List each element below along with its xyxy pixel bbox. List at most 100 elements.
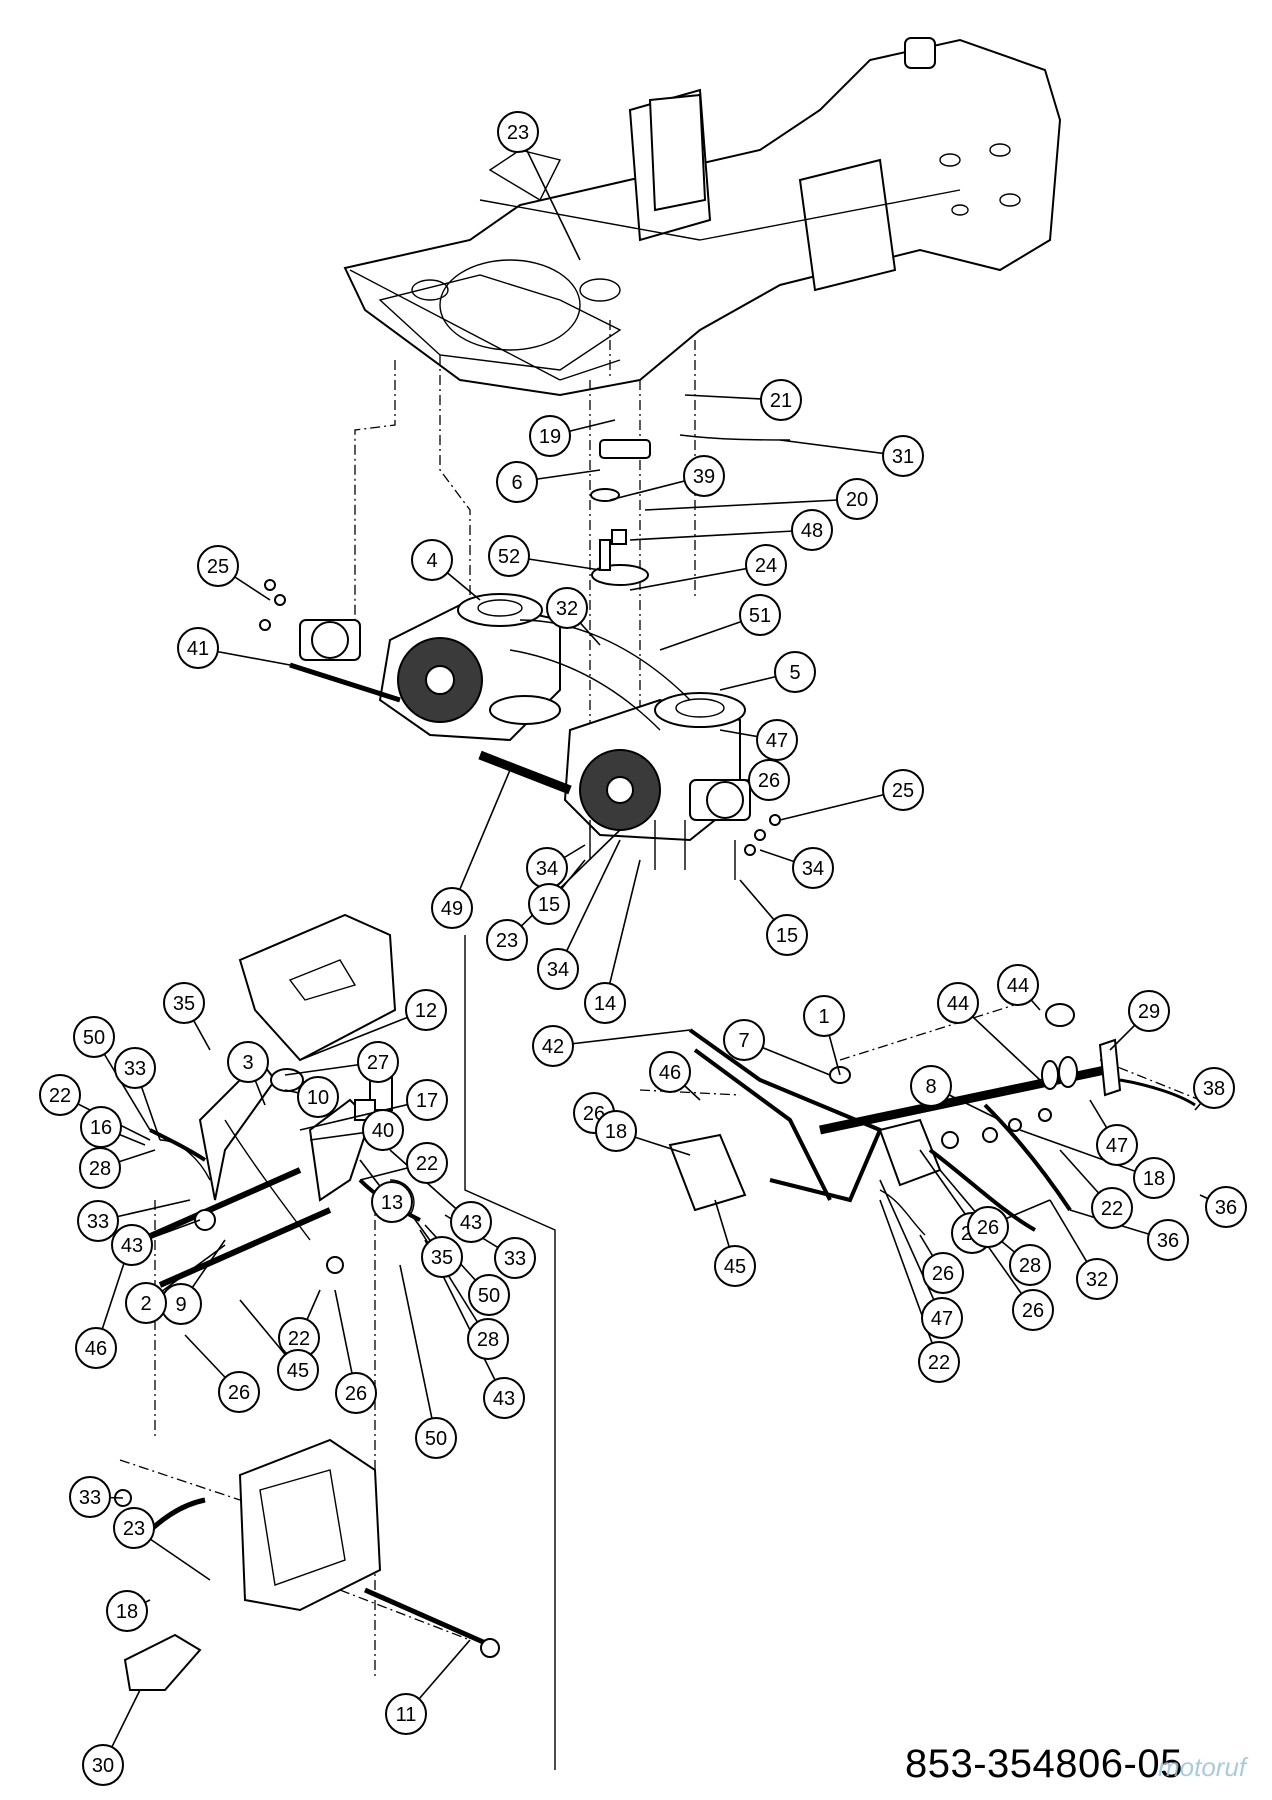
callout-number: 18 xyxy=(605,1121,627,1143)
callout-46: 46 xyxy=(75,1327,117,1369)
callout-22: 22 xyxy=(918,1341,960,1383)
callout-15: 15 xyxy=(766,914,808,956)
callout-14: 14 xyxy=(584,982,626,1024)
callout-circle xyxy=(82,1744,124,1786)
callout-25: 25 xyxy=(882,769,924,811)
callout-circle xyxy=(937,982,979,1024)
callout-5: 5 xyxy=(774,651,816,693)
callout-27: 27 xyxy=(357,1041,399,1083)
callout-26: 26 xyxy=(335,1372,377,1414)
callout-43: 43 xyxy=(483,1377,525,1419)
steering-linkage-left xyxy=(128,1049,421,1288)
leader-line xyxy=(557,839,621,970)
callout-46: 46 xyxy=(649,1051,691,1093)
callout-circle xyxy=(528,883,570,925)
section-divider xyxy=(464,935,556,1770)
callout-number: 19 xyxy=(539,426,561,448)
callout-number: 22 xyxy=(416,1153,438,1175)
callout-circle xyxy=(371,1181,413,1223)
callout-52: 52 xyxy=(488,535,530,577)
callout-number: 41 xyxy=(187,638,209,660)
callout-number: 35 xyxy=(431,1247,453,1269)
callout-number: 20 xyxy=(846,489,868,511)
leader-line xyxy=(644,498,858,511)
callout-number: 33 xyxy=(87,1211,109,1233)
callout-9: 9 xyxy=(160,1283,202,1325)
callout-number: 26 xyxy=(758,770,780,792)
callout-circle xyxy=(77,1200,119,1242)
callout-number: 27 xyxy=(367,1052,389,1074)
callout-24: 24 xyxy=(745,544,787,586)
callout-circle xyxy=(803,995,845,1037)
callout-23: 23 xyxy=(113,1507,155,1549)
callout-number: 34 xyxy=(802,858,824,880)
callout-number: 26 xyxy=(1022,1300,1044,1322)
callout-circle xyxy=(227,1041,269,1083)
callout-circle xyxy=(756,719,798,761)
callout-number: 43 xyxy=(460,1212,482,1234)
callout-number: 32 xyxy=(556,598,578,620)
callout-circle xyxy=(362,1109,404,1151)
callout-number: 18 xyxy=(1143,1168,1165,1190)
callout-circle xyxy=(1205,1186,1247,1228)
callout-number: 31 xyxy=(892,446,914,468)
callout-circle xyxy=(80,1106,122,1148)
callout-34: 34 xyxy=(537,948,579,990)
callout-circle xyxy=(921,1297,963,1339)
callout-circle xyxy=(748,759,790,801)
callout-circle xyxy=(494,1237,536,1279)
callout-number: 16 xyxy=(90,1117,112,1139)
leader-line xyxy=(629,529,813,541)
callout-20: 20 xyxy=(836,478,878,520)
callout-number: 23 xyxy=(507,122,529,144)
callout-circle xyxy=(111,1224,153,1266)
callout-number: 9 xyxy=(175,1294,186,1316)
callout-number: 51 xyxy=(749,605,771,627)
callout-number: 26 xyxy=(932,1263,954,1285)
callout-50: 50 xyxy=(468,1274,510,1316)
callout-circle xyxy=(967,1206,1009,1248)
callout-circle xyxy=(177,627,219,669)
callout-circle xyxy=(421,1236,463,1278)
callout-48: 48 xyxy=(791,509,833,551)
callout-2: 2 xyxy=(125,1282,167,1324)
callout-26: 26 xyxy=(748,759,790,801)
callout-circle xyxy=(415,1417,457,1459)
callout-circle xyxy=(910,1065,952,1107)
callout-33: 33 xyxy=(114,1047,156,1089)
callout-36: 36 xyxy=(1147,1219,1189,1261)
callout-19: 19 xyxy=(529,415,571,457)
callout-number: 5 xyxy=(789,662,800,684)
leader-line xyxy=(517,131,581,261)
callout-circle xyxy=(882,435,924,477)
callout-12: 12 xyxy=(405,989,447,1031)
callout-1: 1 xyxy=(803,995,845,1037)
callout-number: 43 xyxy=(493,1388,515,1410)
callout-18: 18 xyxy=(106,1590,148,1632)
callout-circle xyxy=(1076,1258,1118,1300)
callout-33: 33 xyxy=(494,1237,536,1279)
callout-circle xyxy=(537,948,579,990)
callout-number: 15 xyxy=(776,925,798,947)
callout-number: 47 xyxy=(1106,1135,1128,1157)
callout-number: 46 xyxy=(659,1062,681,1084)
callout-39: 39 xyxy=(683,455,725,497)
callout-circle xyxy=(406,1142,448,1184)
callout-31: 31 xyxy=(882,435,924,477)
callout-circle xyxy=(411,539,453,581)
callout-28: 28 xyxy=(1009,1244,1051,1286)
callout-number: 6 xyxy=(511,472,522,494)
callout-17: 17 xyxy=(406,1079,448,1121)
callout-47: 47 xyxy=(921,1297,963,1339)
callout-number: 4 xyxy=(426,550,437,572)
callout-23: 23 xyxy=(486,919,528,961)
callout-22: 22 xyxy=(1091,1187,1133,1229)
callout-circle xyxy=(529,415,571,457)
callout-4: 4 xyxy=(411,539,453,581)
callout-number: 35 xyxy=(173,993,195,1015)
callout-26: 26 xyxy=(922,1252,964,1294)
chassis-frame xyxy=(343,37,1062,397)
callout-circle xyxy=(584,982,626,1024)
callout-circle xyxy=(595,1110,637,1152)
